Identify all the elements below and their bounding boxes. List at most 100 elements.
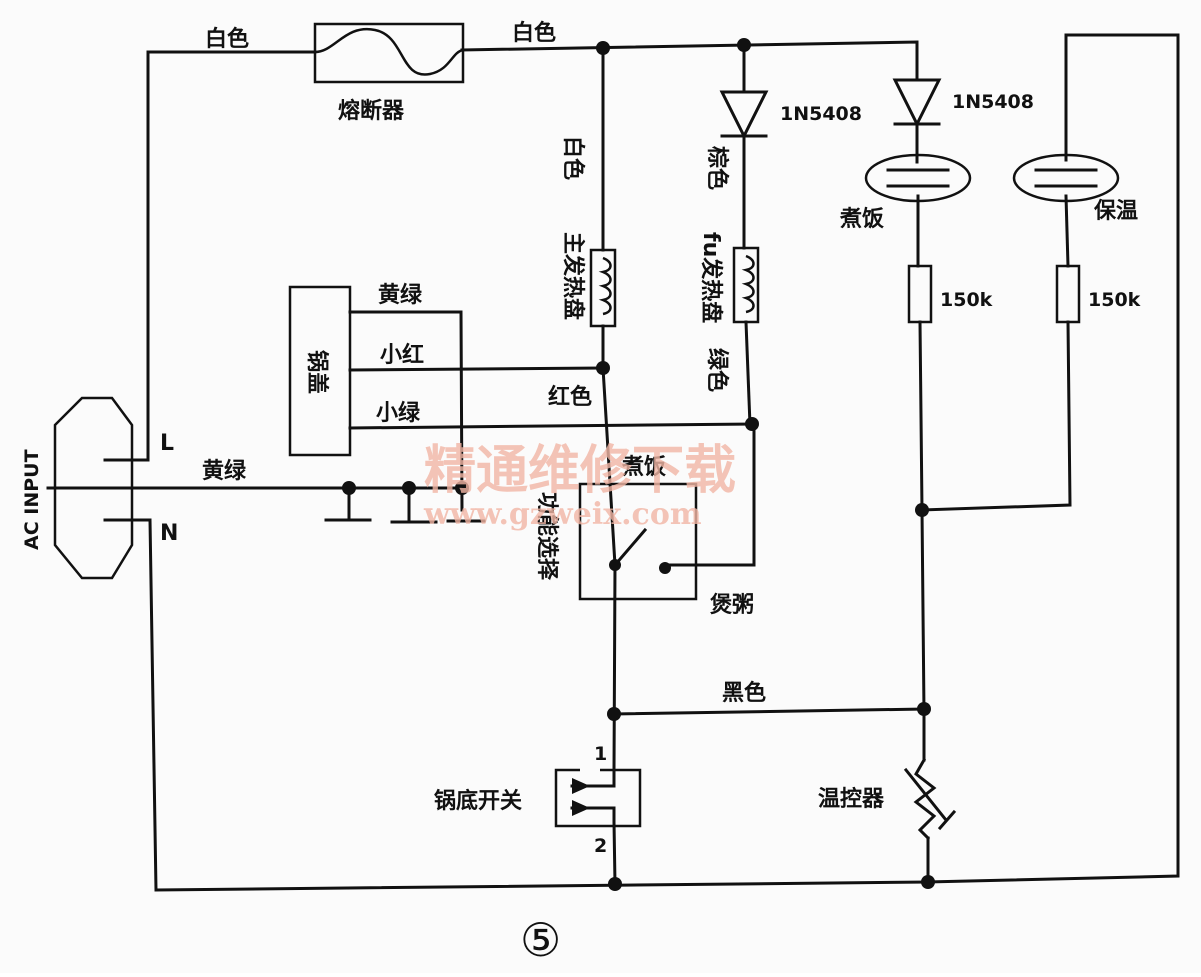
junction: [915, 503, 929, 517]
junction: [596, 361, 610, 375]
watermark-url: www.gzweix.com: [423, 497, 702, 532]
wire-top-bus: [460, 40, 919, 82]
plug-body: [53, 396, 134, 580]
label-porridge: 煲粥: [710, 592, 754, 618]
label-yellow-green-ground: 黄绿: [202, 458, 247, 484]
junction: [608, 877, 622, 891]
lid-box: [288, 285, 352, 457]
label-diode1: 1N5408: [780, 103, 862, 125]
label-xiaohong: 小红: [380, 342, 424, 368]
watermark: 精通维修下载 www.gzweix.com: [423, 440, 736, 532]
wire-lid-yellow-green: [348, 310, 464, 512]
junction: [455, 481, 469, 495]
wire-r1-to-junction: [918, 320, 924, 512]
wire-L-to-fuse: [146, 50, 317, 462]
label-black: 黑色: [722, 680, 766, 706]
wire-bottom-switch-out: [612, 820, 617, 886]
label-lid: 锅盖: [304, 350, 330, 394]
label-fu-heater: fu发热盘: [698, 232, 724, 323]
wire-N-bottom-bus: [148, 518, 930, 892]
wire-red-to-switch: [601, 366, 617, 567]
label-switch-cook: 煮饭: [621, 454, 666, 480]
junction: [737, 38, 751, 52]
label-white-top: 白色: [512, 20, 556, 46]
wire-lid-xiaolv: [348, 422, 756, 430]
wire-switch-to-bottom-switch: [612, 563, 617, 772]
function-switch: 煮饭 功能选择 煲粥: [534, 454, 754, 618]
label-red: 红色: [548, 384, 592, 410]
label-fuse: 熔断器: [338, 98, 405, 124]
wire-lid-xiaohong: [348, 366, 605, 372]
lid-connector: 锅盖 黄绿 小红 小绿: [288, 282, 424, 457]
lamp-warm: 保温: [1012, 153, 1138, 224]
thermostat-zigzag: [913, 757, 937, 841]
wire-junction-to-r2: [920, 320, 1072, 512]
watermark-cn: 精通维修下载: [424, 440, 736, 501]
label-cook-lamp: 煮饭: [839, 206, 884, 232]
resistor-2: 150k: [1055, 264, 1141, 324]
switch-blade: [612, 527, 648, 568]
main-heater-coil: [598, 256, 612, 316]
diode1-triangle: [719, 90, 769, 140]
bottom-switch: 1 2 锅底开关: [434, 743, 642, 857]
label-white-vertical: 白色: [560, 136, 586, 180]
label-warm-lamp: 保温: [1093, 199, 1138, 224]
junction: [402, 481, 416, 495]
main-heater-body: [589, 248, 617, 328]
junction: [607, 707, 621, 721]
warm-lamp-bulb: [1012, 153, 1120, 203]
diode2-triangle: [892, 78, 942, 128]
junction: [745, 417, 759, 431]
junction: [596, 41, 610, 55]
label-white-left: 白色: [205, 26, 249, 52]
label-yellow-green-top: 黄绿: [378, 282, 423, 308]
label-brown: 棕色: [704, 146, 730, 190]
label-N: N: [160, 521, 178, 546]
label-r2: 150k: [1088, 289, 1141, 311]
label-diode2: 1N5408: [952, 91, 1034, 113]
thermostat: 温控器: [818, 757, 957, 841]
figure-number: ⑤: [520, 913, 561, 967]
fu-heater-body: [732, 246, 760, 324]
diode-1: 1N5408: [719, 90, 862, 140]
bottom-switch-box: [554, 768, 642, 828]
label-pin2: 2: [594, 835, 607, 857]
wire-black: [612, 707, 926, 716]
label-thermostat: 温控器: [818, 786, 885, 812]
wires: [46, 33, 1180, 892]
bottom-switch-arrow-2: [572, 800, 590, 816]
heater-fu: [732, 246, 760, 324]
cook-lamp-bulb: [864, 153, 972, 203]
label-pin1: 1: [594, 743, 607, 765]
ac-plug: L N AC INPUT: [21, 396, 178, 580]
diode-2: 1N5408: [892, 78, 1034, 128]
wire-warm-lamp-loop: [926, 33, 1180, 884]
junction: [342, 481, 356, 495]
label-func-select: 功能选择: [534, 492, 560, 581]
heater-main: [589, 248, 617, 328]
label-r1: 150k: [940, 289, 993, 311]
fuse-body: [313, 22, 465, 84]
resistor-1: 150k: [907, 264, 993, 324]
thermostat-tick: [937, 809, 957, 831]
resistor2-body: [1055, 264, 1081, 324]
switch-pivot: [609, 559, 621, 571]
fuse: 熔断器: [313, 22, 465, 124]
label-xiaolv: 小绿: [376, 400, 421, 426]
wire-r2-to-warm-lamp: [1064, 194, 1070, 268]
bottom-switch-arrow-1: [572, 778, 590, 794]
switch-porridge-contact: [659, 562, 671, 574]
function-switch-box: [578, 482, 698, 601]
junction: [921, 875, 935, 889]
label-green: 绿色: [704, 348, 730, 392]
wire-fu-heater-bottom: [744, 320, 752, 427]
label-ac-input: AC INPUT: [21, 449, 43, 550]
label-main-heater: 主发热盘: [560, 232, 586, 320]
junction: [917, 702, 931, 716]
wire-junction-to-black: [920, 508, 926, 714]
label-L: L: [160, 431, 174, 456]
junctions: [342, 38, 935, 891]
fuse-element: [314, 27, 464, 76]
